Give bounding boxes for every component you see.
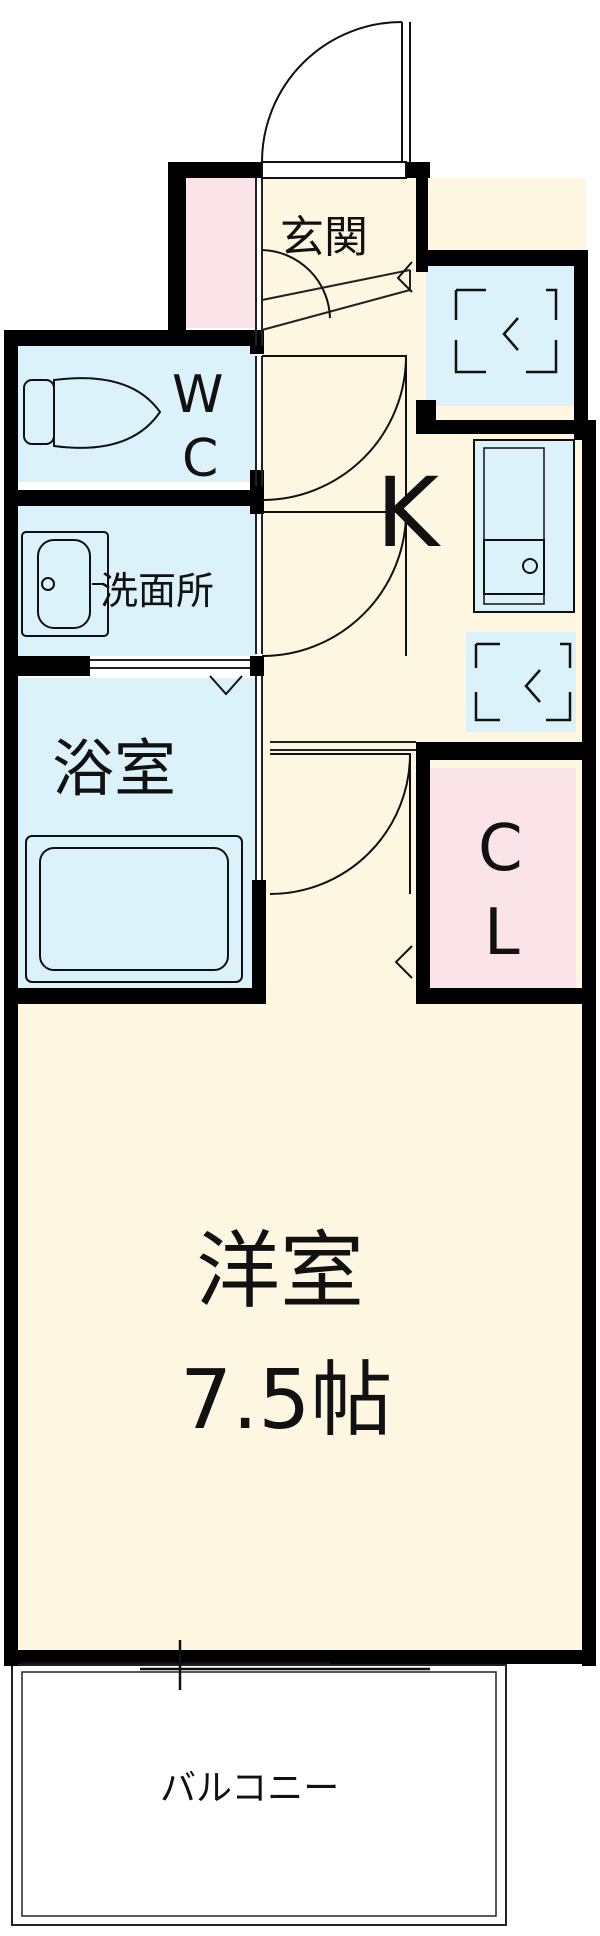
bath-label: 浴室 [52,732,176,805]
main-room-floor [16,1000,586,1656]
genkan-label: 玄関 [280,212,368,263]
shoe-closet [186,178,256,328]
genkan-floor [262,178,422,288]
kitchen-label: K [376,457,441,569]
kitchen-sink [483,539,545,595]
bathtub [25,835,243,983]
washbasin [21,531,109,637]
bath-floor [16,678,256,988]
closet-label-l: L [484,896,520,970]
door-markers [209,261,413,979]
balcony [11,1664,507,1926]
storage-lower [466,632,576,732]
balcony-label: バルコニー [160,1768,339,1809]
entrance-door [261,21,411,179]
sink-cabinet [483,447,545,605]
walls [4,162,596,1666]
toilet [23,377,162,449]
senmenjo-label: 洗面所 [100,569,214,613]
balcony-window [20,1640,430,1690]
wc-floor [16,346,256,482]
wc-label-c: C [182,429,218,489]
main-room-size: 7.5帖 [180,1353,392,1448]
storage-upper [426,266,576,406]
partitions [90,178,416,880]
closet-label-c: C [478,812,523,886]
fridge [473,439,575,613]
main-room-label: 洋室 [196,1222,364,1320]
door-swings [261,249,412,895]
storage-markers [454,288,572,722]
closet-floor [426,768,576,988]
wc-label-w: W [172,365,223,425]
